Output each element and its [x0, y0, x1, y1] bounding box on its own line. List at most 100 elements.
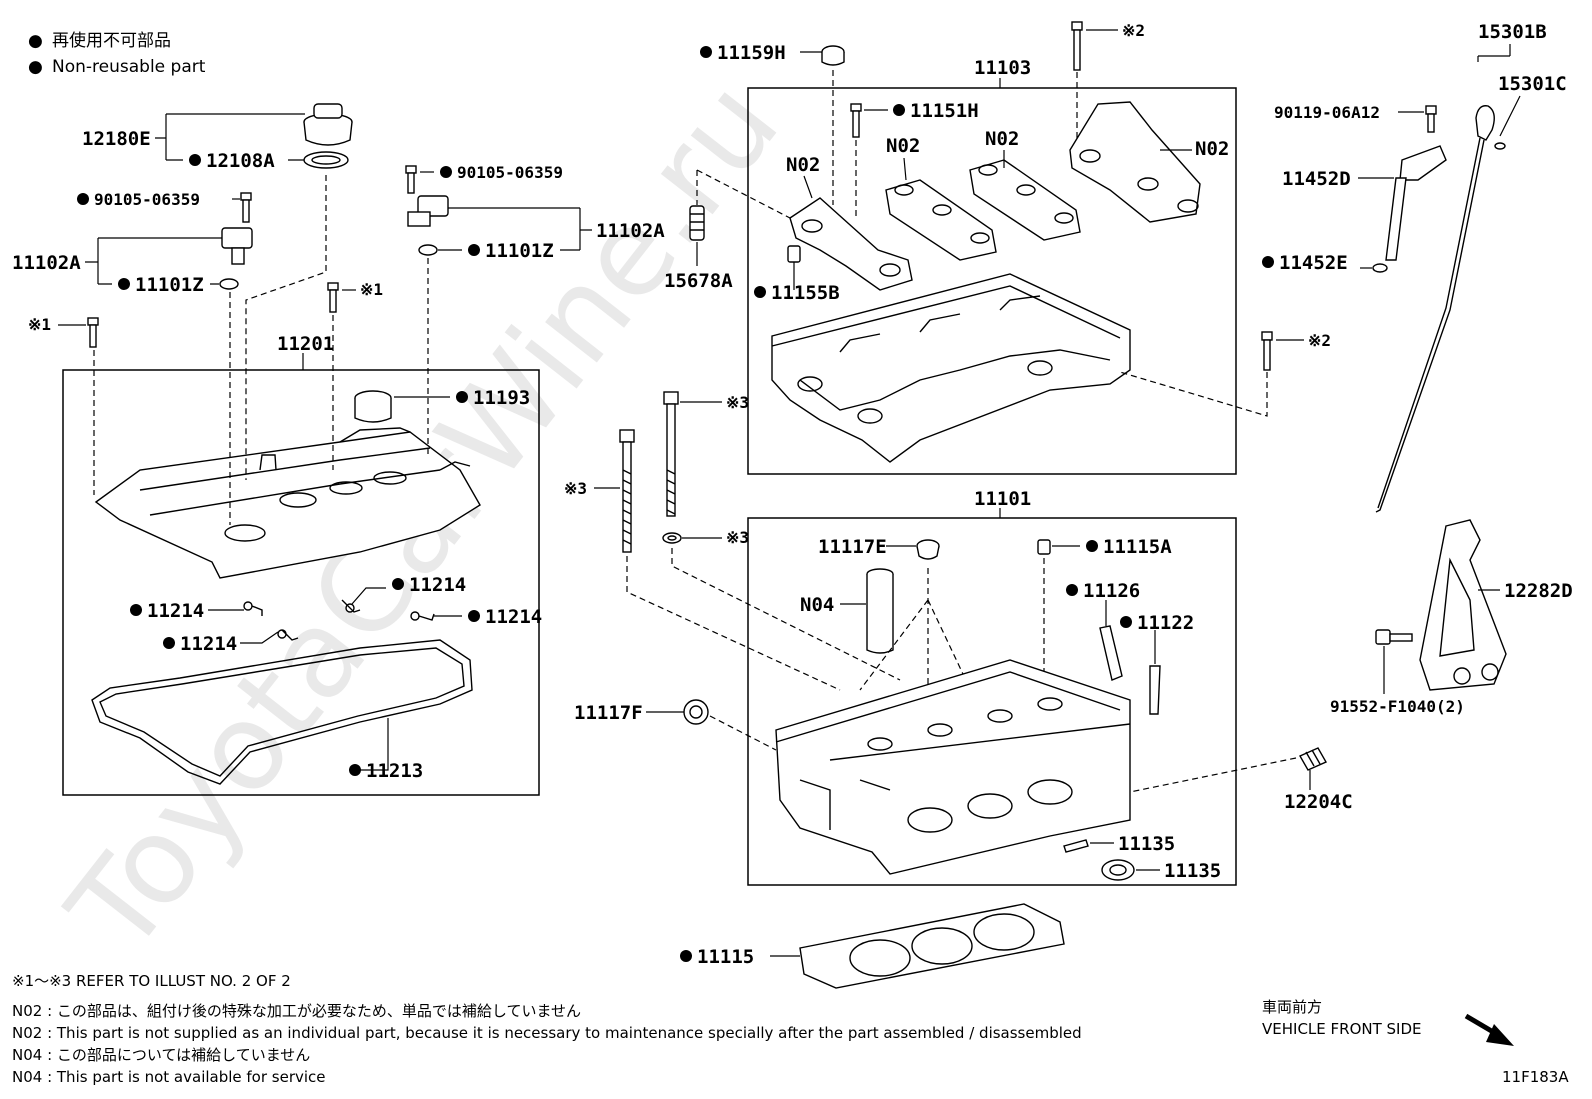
label-11101Z-left: 11101Z: [135, 274, 204, 296]
leader-12180E: [155, 113, 305, 161]
ref2-right: ※2: [1308, 331, 1331, 350]
label-11102A-right: 11102A: [596, 220, 665, 242]
nonreusable-dot: [893, 104, 905, 116]
bolt-ref2-top: [1071, 21, 1083, 71]
cylinder-head-gasket: [799, 903, 1065, 989]
stud-11214-c: [410, 611, 435, 621]
label-11117E: 11117E: [818, 536, 887, 558]
label-11101Z-right: 11101Z: [485, 240, 554, 262]
gauge-guide-11452D: [1385, 145, 1447, 261]
label-11102A-left: 11102A: [12, 252, 81, 274]
front-arrow-icon: [1464, 1013, 1514, 1046]
label-11126: 11126: [1083, 580, 1140, 602]
cover-group-box: [62, 369, 540, 796]
washer-ref3: [662, 532, 682, 544]
label-15301B: 15301B: [1478, 21, 1547, 43]
label-11214-c: 11214: [485, 606, 542, 628]
seal-11135: [1101, 859, 1135, 881]
nonreusable-dot: [118, 278, 130, 290]
pin-11155B: [787, 245, 801, 263]
ref1-left: ※1: [28, 315, 51, 334]
bolt-90105-left: [240, 192, 252, 223]
label-n02-b: N02: [886, 135, 920, 157]
plug-11117E: [916, 539, 940, 560]
label-90105-right: 90105-06359: [457, 163, 563, 182]
ref3-mid: ※3: [726, 393, 749, 412]
bolt-ref2-right: [1261, 331, 1273, 371]
dash-cap: [245, 175, 327, 480]
note-n04-en: N04 : This part is not available for ser…: [12, 1068, 326, 1086]
cylinder-head-cover: [94, 427, 481, 579]
o-ring-15301C: [1494, 142, 1506, 150]
o-ring-right: [418, 244, 438, 256]
nonreusable-dot: [189, 154, 201, 166]
legend-japanese: 再使用不可部品: [52, 30, 171, 51]
o-ring-left: [219, 278, 239, 290]
pin-11135: [1063, 839, 1089, 853]
filler-cap-gasket: [303, 151, 349, 169]
label-11452E: 11452E: [1279, 252, 1348, 274]
label-11115: 11115: [697, 946, 754, 968]
nonreusable-dot: [163, 637, 175, 649]
guide-11126: [1099, 625, 1123, 681]
nonreusable-dot: [700, 46, 712, 58]
ref1-center: ※1: [360, 280, 383, 299]
leader-11102A-left: [85, 237, 222, 285]
nonreusable-dot: [130, 604, 142, 616]
nonreusable-dot: [468, 610, 480, 622]
plug-12204C: [1299, 747, 1327, 771]
note-n02-en: N02 : This part is not supplied as an in…: [12, 1024, 1082, 1042]
note-ref: ※1〜※3 REFER TO ILLUST NO. 2 OF 2: [12, 972, 291, 990]
label-11159H: 11159H: [717, 42, 786, 64]
nonreusable-dot: [1086, 540, 1098, 552]
ref2-top: ※2: [1122, 21, 1145, 40]
cylinder-head: [775, 659, 1131, 875]
leader-11213: [355, 718, 389, 771]
nonreusable-dot: [440, 166, 452, 178]
label-90105-left: 90105-06359: [94, 190, 200, 209]
bracket-12282D: [1419, 519, 1507, 691]
note-n02-jp: N02 : この部品は、組付け後の特殊な加工が必要なため、単品では補給していませ…: [12, 1002, 581, 1020]
bearing-cap-1: [789, 197, 913, 291]
ref3-washer: ※3: [726, 528, 749, 547]
label-12204C: 12204C: [1284, 791, 1353, 813]
direction-jp: 車両前方: [1262, 998, 1322, 1016]
bolt-ref3-long: [619, 429, 635, 553]
stud-11214-d: [277, 629, 299, 641]
pin-11115A: [1037, 539, 1051, 555]
label-11193: 11193: [473, 387, 530, 409]
plug-15678A: [689, 205, 705, 241]
label-11151H: 11151H: [910, 100, 979, 122]
stud-11214-a: [243, 601, 263, 616]
label-12180E: 12180E: [82, 128, 151, 150]
bearing-cap-2: [885, 179, 997, 261]
bolt-ref3-mid: [663, 391, 679, 517]
nonreusable-dot: [77, 193, 89, 205]
label-11103: 11103: [974, 57, 1031, 79]
guide-11122: [1149, 665, 1161, 715]
label-11155B: 11155B: [771, 282, 840, 304]
nonreusable-dot: [456, 391, 468, 403]
nonreusable-dot: [1262, 256, 1274, 268]
leader-11214-b: [351, 587, 386, 605]
bolt-91552: [1375, 629, 1413, 645]
label-11135-b: 11135: [1164, 860, 1221, 882]
label-90119: 90119-06A12: [1274, 103, 1380, 122]
oil-filler-cap: [303, 103, 353, 146]
label-n02-a: N02: [786, 154, 820, 176]
camshaft-housing-group-box: [747, 87, 1237, 475]
leader-15301B: [1477, 44, 1511, 62]
label-11101: 11101: [974, 488, 1031, 510]
ref3-left: ※3: [564, 479, 587, 498]
label-n02-d: N02: [1195, 138, 1229, 160]
leader-11102A-right: [438, 207, 592, 251]
stud-11214-b: [341, 599, 361, 613]
camshaft-position-sensor-right: [407, 195, 449, 227]
label-11214-d: 11214: [180, 633, 237, 655]
label-15678A: 15678A: [664, 270, 733, 292]
bolt-11151H: [850, 103, 862, 138]
label-91552: 91552-F1040(2): [1330, 697, 1465, 716]
bearing-cap-4: [1069, 101, 1201, 223]
dash-11117F: [709, 715, 777, 751]
